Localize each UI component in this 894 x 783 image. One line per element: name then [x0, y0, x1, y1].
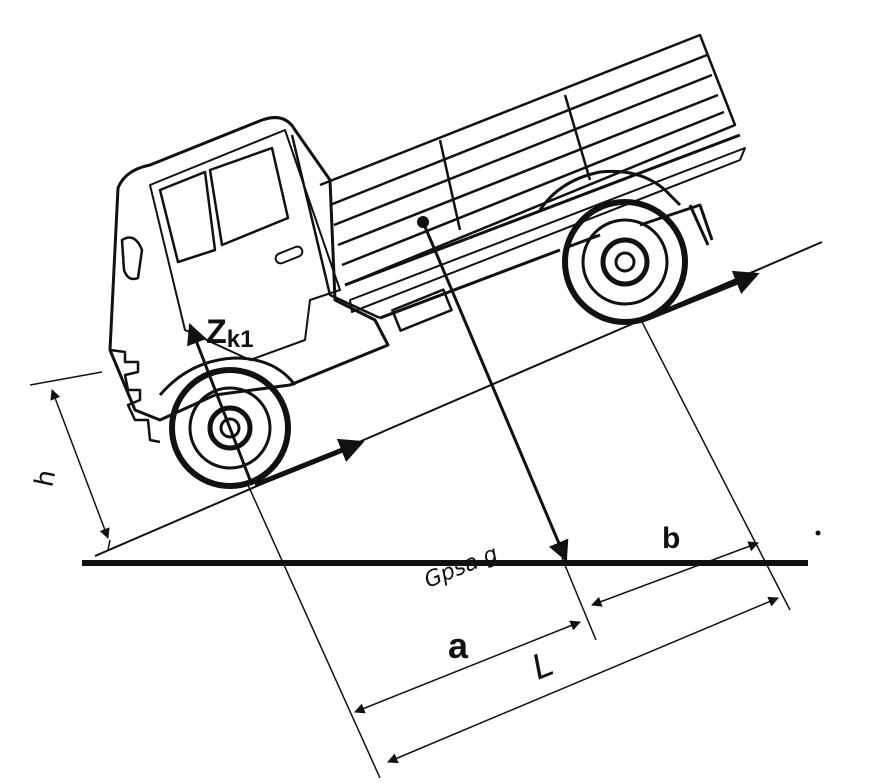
truck-cab	[108, 116, 390, 422]
b-label: b	[662, 522, 680, 555]
dimension-L-line	[387, 596, 779, 764]
gravity-vector	[421, 221, 569, 562]
front-grille	[109, 348, 161, 444]
front-wheel	[169, 367, 291, 489]
zk1-force-arrow	[187, 323, 254, 486]
projection-lines	[247, 317, 791, 779]
L-label: L	[526, 644, 559, 688]
rear-wheel	[562, 199, 688, 325]
cab-step	[391, 288, 453, 332]
rear-fender	[538, 169, 682, 211]
dimension-b-line	[591, 541, 759, 607]
rear-mudflap	[688, 204, 710, 246]
cab-window-left	[158, 170, 217, 264]
front-traction-arrow	[254, 438, 365, 488]
h-label: h	[30, 467, 63, 489]
a-label: a	[448, 625, 469, 666]
height-dimension	[29, 371, 111, 551]
gravity-label: Gpsa g	[421, 542, 502, 594]
small-dot	[815, 530, 821, 536]
door-handle	[274, 245, 304, 265]
chassis-frame	[379, 203, 714, 320]
truck	[108, 33, 746, 444]
zk1-label: Zk1	[206, 313, 253, 353]
headlight	[120, 236, 144, 281]
cargo-bed	[319, 33, 746, 313]
front-fender	[158, 356, 297, 396]
rear-traction-arrow	[647, 270, 760, 321]
cab-window-right	[208, 146, 290, 247]
